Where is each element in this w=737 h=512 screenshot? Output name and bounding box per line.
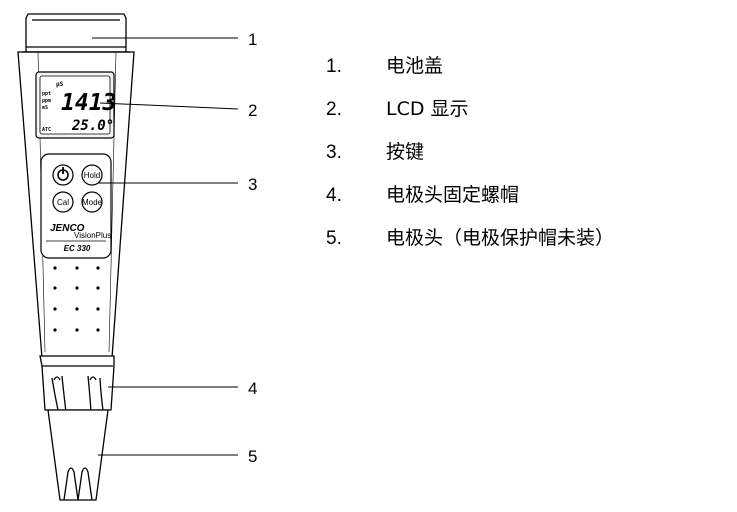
callout-lines [92,37,239,456]
battery-cap [25,13,127,53]
legend-text: 电池盖 [386,55,444,77]
callout-4: 4 [248,379,257,398]
legend-text: 电极头固定螺帽 [386,184,520,206]
legend-number: 1. [326,56,342,77]
legend-number: 2. [326,99,342,120]
parts-legend: 1. 电池盖 2. LCD 显示 3. 按键 4. 电极头固定螺帽 5. 电极头（电极保护… [326,56,614,271]
legend-item: 4. 电极头固定螺帽 [326,184,614,206]
legend-item: 5. 电极头（电极保护帽未装） [326,227,615,249]
lcd-mode-3: mS [42,105,48,111]
legend-text: 按键 [386,141,425,163]
brand-name: JENCO [50,223,85,234]
hold-key-label: Hold [84,171,100,180]
lcd-display: μS ppt ppm mS 1413 25.0° ATC [35,71,116,139]
grip-dots [53,266,100,332]
power-key[interactable] [52,164,74,186]
legend-item: 2. LCD 显示 [326,98,614,120]
keypad: Hold Cal Mode JENCO VisionPlus EC 330 [40,153,112,259]
callout-2: 2 [248,101,257,120]
cal-key[interactable]: Cal [52,191,74,213]
mode-key-label: Mode [82,198,103,207]
legend-number: 4. [326,185,342,206]
legend-number: 5. [326,228,342,249]
cal-key-label: Cal [57,198,69,207]
callout-5: 5 [248,447,257,466]
lcd-temp-reading: 25.0° [71,118,114,134]
hold-key[interactable]: Hold [81,164,103,186]
legend-item: 3. 按键 [326,141,614,163]
callout-1: 1 [248,30,257,49]
model-label: EC 330 [64,244,91,253]
legend-text: LCD 显示 [386,98,469,120]
lcd-unit: μS [56,81,64,88]
electrode-tip [47,409,109,501]
legend-item: 1. 电池盖 [326,55,614,77]
legend-text: 电极头（电极保护帽未装） [386,227,615,249]
legend-number: 3. [326,142,342,163]
callout-3: 3 [248,175,257,194]
mode-key[interactable]: Mode [81,191,103,213]
brand-sub: VisionPlus [74,231,111,240]
lcd-mode-1: ppt [42,91,51,97]
lcd-mode-2: ppm [42,98,51,104]
electrode-nut [39,355,115,413]
lcd-atc-mark: ATC [42,127,51,133]
